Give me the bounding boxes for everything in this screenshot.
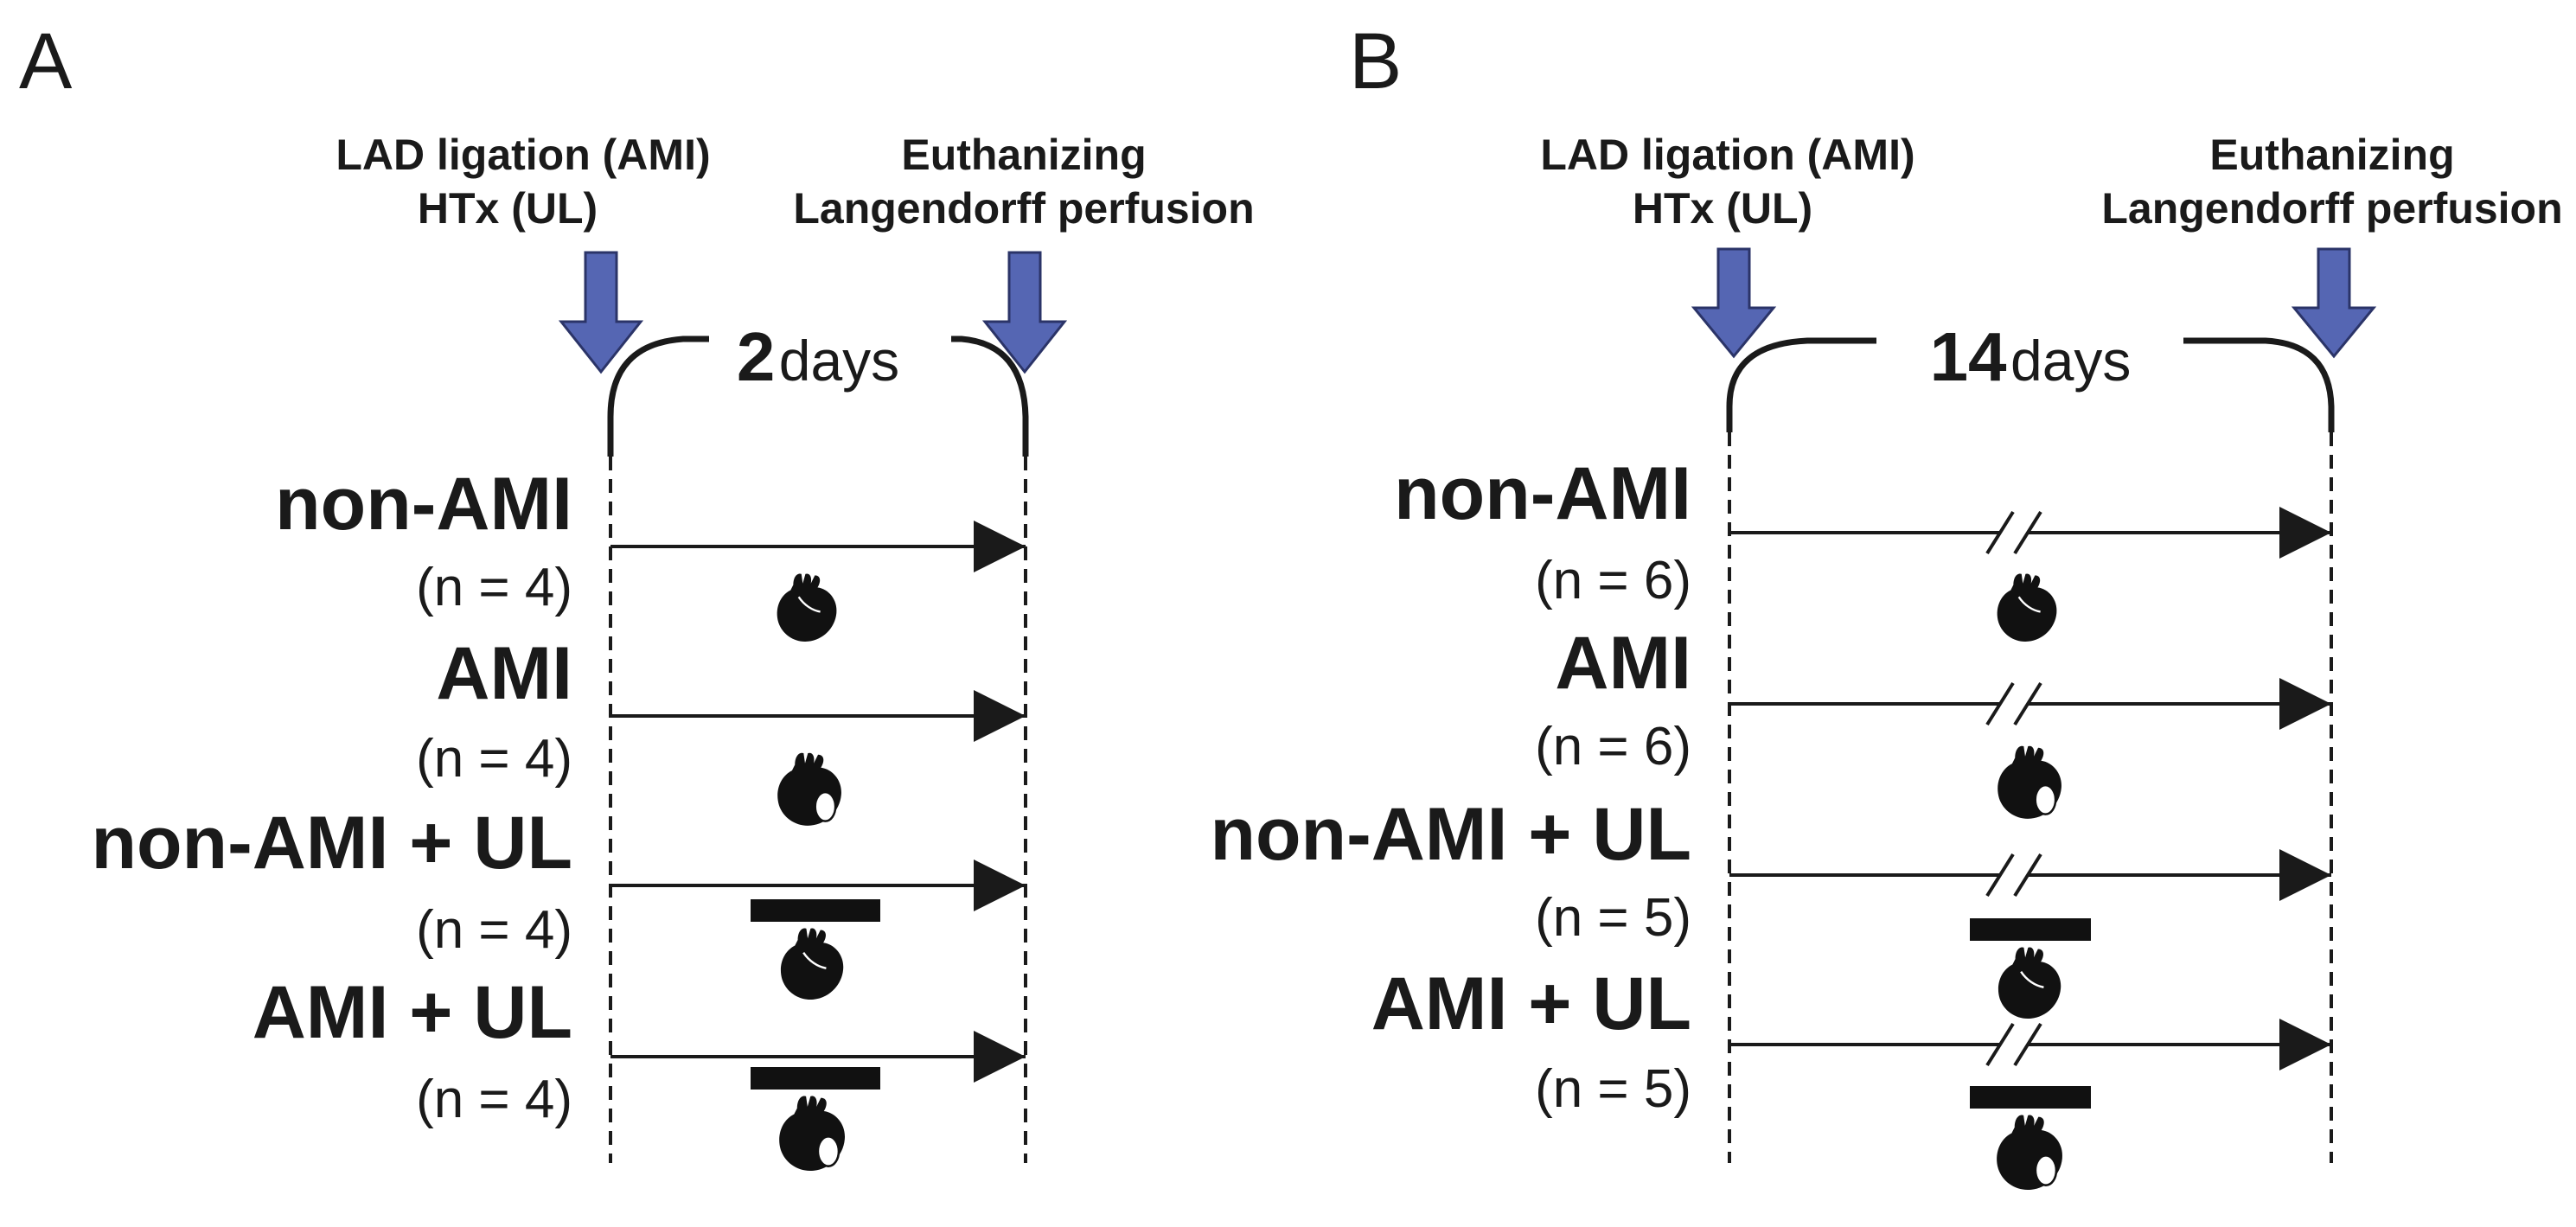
group-label: AMI bbox=[1555, 622, 1691, 705]
unloading-bar-icon bbox=[751, 1067, 880, 1090]
group-count: (n = 4) bbox=[416, 558, 572, 617]
unloading-bar-icon bbox=[751, 899, 880, 922]
panel-letter: A bbox=[19, 17, 73, 105]
end-event-arrow-icon bbox=[2291, 247, 2377, 359]
end-event-label-line2: Langendorff perfusion bbox=[793, 184, 1254, 233]
group-label: non-AMI + UL bbox=[91, 802, 572, 885]
duration-unit: days bbox=[779, 329, 899, 393]
end-event-arrow-icon bbox=[981, 251, 1068, 374]
start-event-label-line2: HTx (UL) bbox=[1633, 184, 1812, 233]
group-label: non-AMI bbox=[275, 463, 572, 546]
end-event-label-line2: Langendorff perfusion bbox=[2101, 184, 2562, 233]
group-label: AMI + UL bbox=[252, 971, 572, 1054]
start-event-arrow-icon bbox=[1691, 247, 1777, 359]
duration-value: 14 bbox=[1930, 318, 2007, 395]
timeline-arrowhead-icon bbox=[974, 690, 1026, 742]
group-label: non-AMI + UL bbox=[1210, 793, 1691, 876]
panel-b: B LAD ligation (AMI) HTx (UL) Euthanizin… bbox=[1210, 17, 2563, 1192]
timeline-arrowhead-icon bbox=[2279, 678, 2331, 730]
panel-letter: B bbox=[1349, 17, 1402, 105]
axis-break-icon bbox=[1985, 510, 2042, 555]
unloading-bar-icon bbox=[1970, 1086, 2091, 1109]
axis-break-icon bbox=[1985, 681, 2042, 726]
heart-icon bbox=[776, 572, 838, 643]
duration-bracket bbox=[1726, 337, 2335, 432]
timeline-arrowhead-icon bbox=[2279, 849, 2331, 901]
start-event-label-line2: HTx (UL) bbox=[418, 184, 598, 233]
group-count: (n = 4) bbox=[416, 729, 572, 789]
panel-a: A LAD ligation (AMI) HTx (UL) Euthanizin… bbox=[19, 17, 1255, 1173]
unloaded-infarcted-heart-icon bbox=[1995, 1114, 2064, 1192]
axis-break-icon bbox=[1985, 853, 2042, 898]
timeline-arrowhead-icon bbox=[974, 860, 1026, 911]
group-count: (n = 6) bbox=[1535, 551, 1691, 610]
duration-label: 14 days bbox=[1930, 318, 2132, 395]
duration-bracket bbox=[607, 336, 1029, 457]
duration-value: 2 bbox=[737, 318, 776, 395]
group-count: (n = 5) bbox=[1535, 888, 1691, 948]
unloaded-heart-icon bbox=[1997, 946, 2062, 1020]
unloading-bar-icon bbox=[1970, 918, 2091, 941]
group-count: (n = 4) bbox=[416, 900, 572, 960]
end-event-label-line1: Euthanizing bbox=[901, 131, 1146, 179]
end-event-label-line1: Euthanizing bbox=[2209, 131, 2454, 179]
group-label: non-AMI bbox=[1394, 452, 1691, 535]
start-event-label-line1: LAD ligation (AMI) bbox=[336, 131, 710, 179]
heart-icon bbox=[1996, 572, 2058, 643]
duration-label: 2 days bbox=[737, 318, 899, 395]
unloaded-infarcted-heart-icon bbox=[777, 1095, 847, 1173]
group-count: (n = 6) bbox=[1535, 717, 1691, 776]
start-event-arrow-icon bbox=[558, 251, 644, 374]
group-count: (n = 4) bbox=[416, 1070, 572, 1129]
infarcted-heart-icon bbox=[776, 751, 843, 828]
axis-break-icon bbox=[1985, 1022, 2042, 1067]
timeline-arrowhead-icon bbox=[2279, 507, 2331, 559]
timeline-arrowhead-icon bbox=[2279, 1019, 2331, 1070]
infarcted-heart-icon bbox=[1996, 745, 2063, 821]
timeline-arrowhead-icon bbox=[974, 1031, 1026, 1083]
timeline-arrowhead-icon bbox=[974, 521, 1026, 572]
start-event-label-line1: LAD ligation (AMI) bbox=[1540, 131, 1914, 179]
duration-unit: days bbox=[2010, 329, 2131, 393]
unloaded-heart-icon bbox=[779, 927, 845, 1001]
group-count: (n = 5) bbox=[1535, 1059, 1691, 1119]
group-label: AMI bbox=[436, 632, 572, 715]
group-label: AMI + UL bbox=[1371, 962, 1691, 1045]
